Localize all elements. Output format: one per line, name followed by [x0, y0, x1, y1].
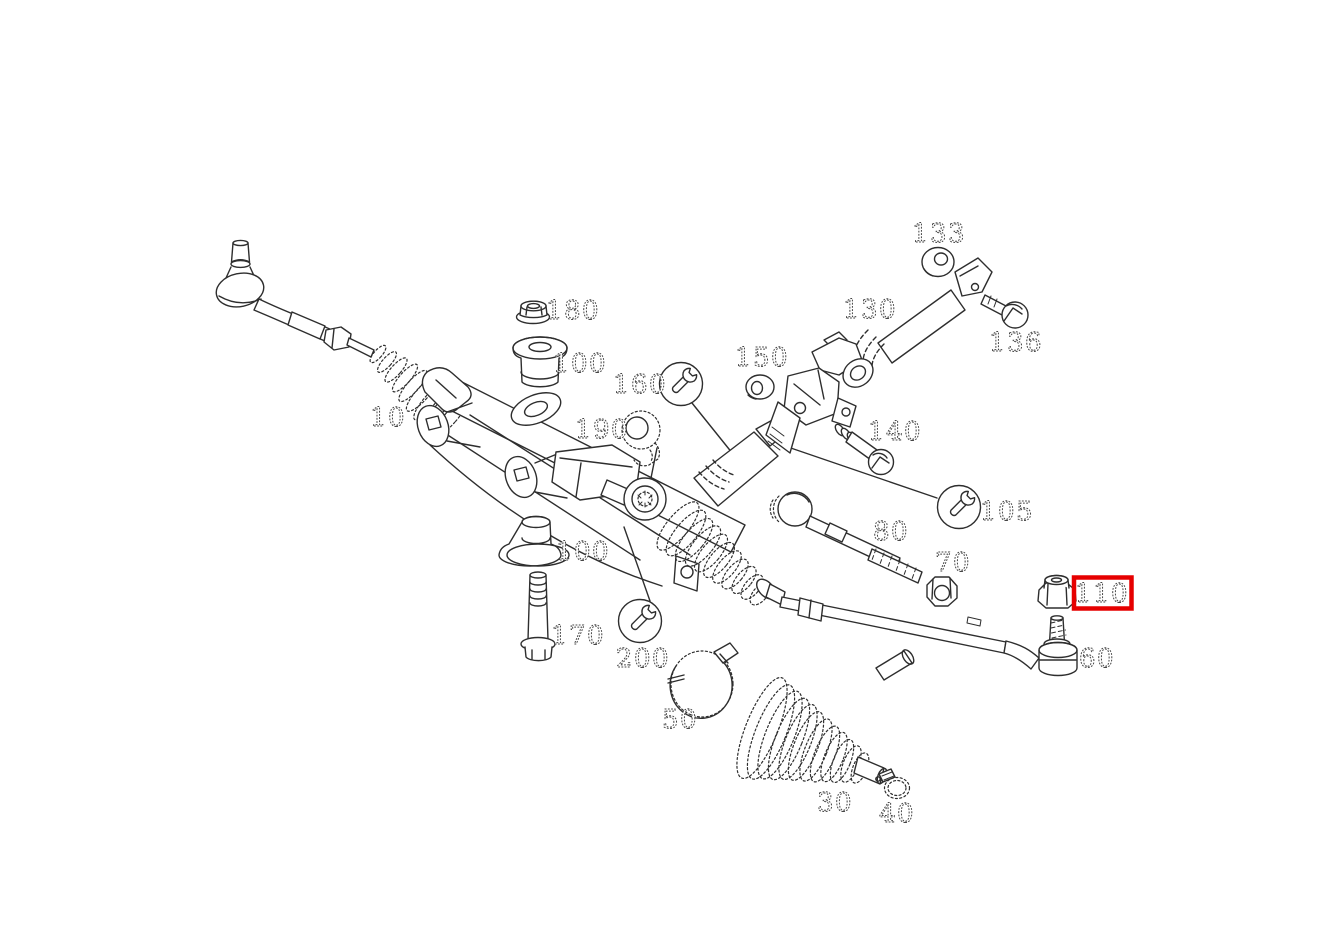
part-label-200[interactable]: 200 — [615, 644, 670, 675]
part-art-bolt-170 — [520, 571, 556, 662]
part-art-washer-133 — [921, 246, 955, 278]
part-art-clamp-50 — [667, 642, 739, 719]
part-art-nut-70 — [926, 576, 958, 607]
part-label-80[interactable]: 80 — [872, 517, 909, 548]
part-art-steering-shaft-130 — [765, 257, 993, 454]
wrench-in-circle-icon — [936, 484, 982, 530]
part-label-100-upper[interactable]: 100 — [552, 349, 607, 380]
part-label-60[interactable]: 60 — [1078, 644, 1115, 675]
rack-boot — [656, 501, 771, 606]
part-label-10[interactable]: 10 — [369, 403, 406, 434]
part-label-190[interactable]: 190 — [574, 415, 629, 446]
part-art-steering-gear-housing — [416, 367, 1040, 670]
part-label-40[interactable]: 40 — [878, 799, 915, 830]
part-label-130[interactable]: 130 — [842, 295, 897, 326]
part-art-bolt-140 — [834, 423, 895, 476]
part-label-136[interactable]: 136 — [988, 328, 1043, 359]
part-label-105[interactable]: 105 — [979, 497, 1034, 528]
part-label-70[interactable]: 70 — [934, 548, 971, 579]
part-art-tie-rod-end-60 — [1038, 615, 1078, 677]
part-label-30[interactable]: 30 — [816, 788, 853, 819]
part-label-133[interactable]: 133 — [911, 219, 966, 250]
part-art-cap-190 — [621, 410, 661, 467]
part-art-inner-tie-rod-80 — [769, 491, 923, 584]
part-labels: 10 30 40 50 60 70 80 100 100 105 110 130… — [369, 219, 1129, 830]
part-art-clamp-40 — [875, 768, 911, 800]
part-label-160[interactable]: 160 — [612, 370, 667, 401]
part-label-180[interactable]: 180 — [545, 296, 600, 327]
part-label-100-lower[interactable]: 100 — [555, 537, 610, 568]
part-art-nut-180 — [515, 300, 551, 325]
part-art-bushing-100-upper — [512, 336, 568, 388]
part-art-bushing-100-lower — [498, 515, 570, 567]
highlight-box-110[interactable] — [1071, 575, 1134, 611]
part-art-grommet-150 — [745, 374, 775, 400]
wrench-in-circle-icon — [617, 598, 663, 644]
part-label-150[interactable]: 150 — [734, 343, 789, 374]
part-art-bolt-136 — [980, 294, 1029, 329]
part-label-170[interactable]: 170 — [550, 621, 605, 652]
part-label-110[interactable]: 110 — [1074, 579, 1129, 610]
part-label-140[interactable]: 140 — [867, 417, 922, 448]
part-label-50[interactable]: 50 — [661, 705, 698, 736]
part-art-boot-30 — [736, 649, 915, 785]
part-art-lock-nut-110 — [1037, 574, 1077, 609]
